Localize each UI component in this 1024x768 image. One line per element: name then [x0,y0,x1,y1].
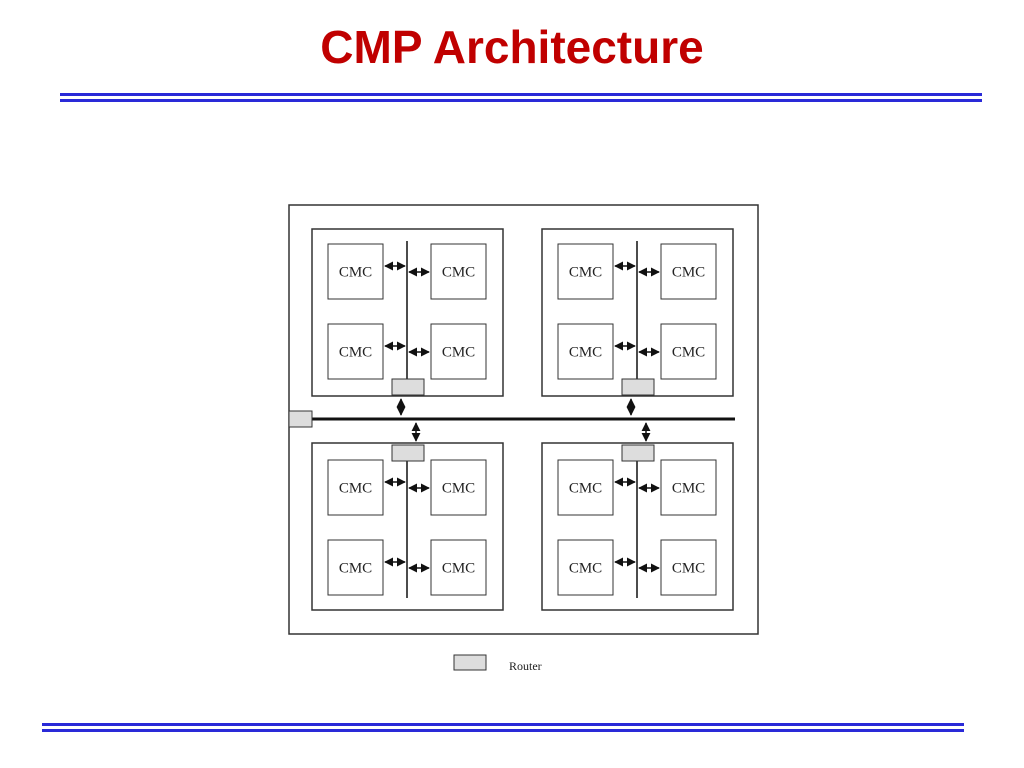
cluster-1: CMC CMC CMC CMC [311,228,504,416]
cmc-core [557,459,614,516]
cmc-core [660,459,717,516]
cmc-core-label: CMC [672,265,705,281]
cluster-3: CMC CMC CMC CMC [311,422,504,611]
external-router [288,410,313,428]
cmc-core [430,459,487,516]
legend-router-label: Router [509,659,542,673]
cmc-core-label: CMC [569,561,602,577]
cmc-core-label: CMC [339,345,372,361]
cmc-core [327,459,384,516]
cmc-core-label: CMC [672,345,705,361]
cluster-boundary [311,228,504,397]
cluster-4: CMC CMC CMC CMC [541,422,734,611]
cluster-router [391,378,425,396]
cluster-boundary [311,442,504,611]
cmc-core-label: CMC [339,561,372,577]
cmc-core-label: CMC [672,561,705,577]
cmc-core [557,323,614,380]
cmc-core [557,539,614,596]
cmc-core [430,243,487,300]
cmc-core-label: CMC [442,561,475,577]
cmc-core [660,323,717,380]
cmc-core [660,539,717,596]
cmc-core [327,243,384,300]
cmc-core [430,323,487,380]
cmc-core-label: CMC [672,481,705,497]
cmc-core-label: CMC [339,481,372,497]
cluster-router [621,444,655,462]
cmc-core-label: CMC [442,265,475,281]
cmc-core-label: CMC [569,345,602,361]
cmc-core-label: CMC [569,265,602,281]
slide-title: CMP Architecture [320,21,704,73]
cmc-core [557,243,614,300]
bottom-rule-lower [42,729,964,732]
cluster-boundary [541,228,734,397]
top-rule-lower [60,99,982,102]
cmc-core-label: CMC [339,265,372,281]
cluster-router [621,378,655,396]
legend-router-swatch [453,654,487,671]
bottom-rule-upper [42,723,964,726]
cmc-core [430,539,487,596]
cmc-core [327,539,384,596]
cmc-core-label: CMC [569,481,602,497]
cluster-2: CMC CMC CMC CMC [541,228,734,416]
cluster-router [391,444,425,462]
cmc-core [660,243,717,300]
cmc-core-label: CMC [442,481,475,497]
cmc-core [327,323,384,380]
top-rule-upper [60,93,982,96]
cluster-boundary [541,442,734,611]
cmc-core-label: CMC [442,345,475,361]
